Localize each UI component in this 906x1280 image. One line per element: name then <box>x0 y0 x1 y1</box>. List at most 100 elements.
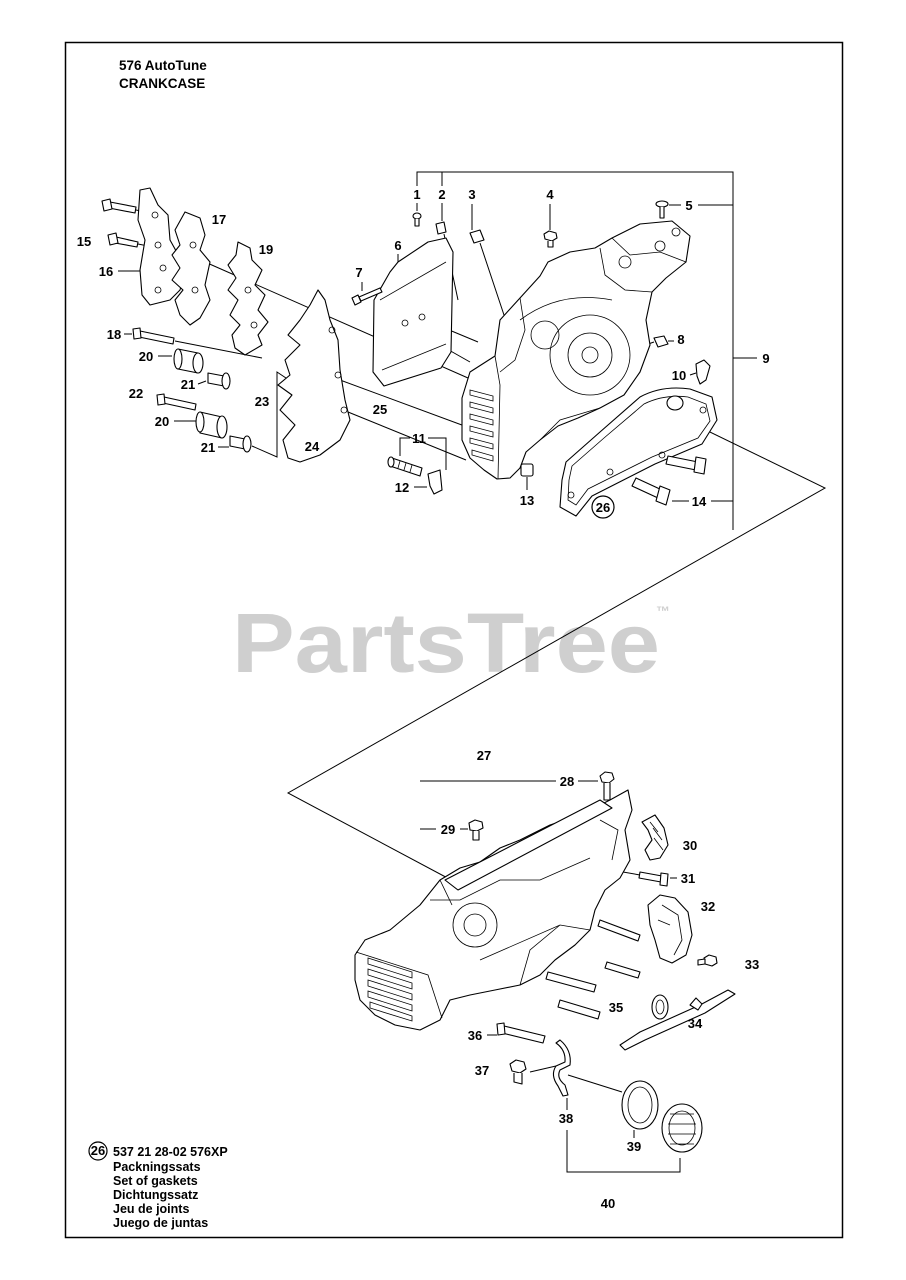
sheet-border <box>64 41 844 1239</box>
crank-bore <box>581 346 599 364</box>
callout-13: 13 <box>520 493 534 508</box>
callout-26: 26 <box>596 500 610 515</box>
part-17-spike-plate <box>171 211 211 326</box>
part-plug <box>666 395 684 411</box>
part-20-rubber-buffer-lower <box>195 411 228 439</box>
mount-hole <box>618 255 632 269</box>
callout-31: 31 <box>681 871 695 886</box>
part-13-bushing <box>520 463 534 477</box>
callout-20-lower: 20 <box>155 414 169 429</box>
kit-description-fr: Jeu de joints <box>113 1202 189 1216</box>
lower-leader-lines <box>420 780 681 1173</box>
mount-hole <box>671 227 681 237</box>
callout-27: 27 <box>477 748 491 763</box>
callout-2: 2 <box>438 187 445 202</box>
flywheel-housing <box>549 314 631 396</box>
callout-16: 16 <box>99 264 113 279</box>
callout-14: 14 <box>692 494 707 509</box>
leader-line <box>487 877 677 1138</box>
part-4-screw <box>543 230 558 248</box>
upper-leader-lines <box>118 171 827 883</box>
part-12-bracket <box>427 469 443 495</box>
part-39-seal <box>621 1080 659 1130</box>
clutch-boss <box>452 902 498 948</box>
part-crankcase-upper <box>461 220 691 480</box>
crankcase-outline <box>461 220 691 480</box>
callout-35: 35 <box>609 1000 623 1015</box>
callout-3: 3 <box>468 187 475 202</box>
watermark-logo: PartsTree <box>232 596 660 690</box>
leader-line <box>399 437 528 490</box>
part-37-screw <box>509 1059 527 1085</box>
flywheel-housing-inner <box>567 332 613 378</box>
callout-11: 11 <box>412 431 426 446</box>
lower-callouts: 27 28 29 30 31 32 33 34 35 36 37 38 39 4… <box>441 748 759 1211</box>
upper-callouts: 1 2 3 4 5 6 7 8 9 10 11 12 13 14 15 16 1… <box>77 187 770 519</box>
callout-5: 5 <box>685 198 692 213</box>
bracket-line-40 <box>566 1130 681 1173</box>
part-2-pin <box>435 221 447 235</box>
callout-30: 30 <box>683 838 697 853</box>
callout-15: 15 <box>77 234 91 249</box>
callout-34: 34 <box>688 1016 703 1031</box>
part-29-screw <box>468 819 484 841</box>
kit-ref-circle <box>88 1141 108 1161</box>
view-link-line <box>286 397 827 883</box>
kit-footnote: 26 537 21 28-02 576XP Packningssats Set … <box>88 1141 228 1230</box>
callout-26-circle <box>591 495 615 519</box>
part-34-rail-bracket <box>619 989 736 1051</box>
crankcase-front-edge <box>494 355 501 480</box>
part-1-screw <box>412 212 422 227</box>
callout-8: 8 <box>677 332 684 347</box>
part-32-cover <box>647 894 693 964</box>
leader-line <box>361 254 697 376</box>
callout-9: 9 <box>762 351 769 366</box>
callout-10: 10 <box>672 368 686 383</box>
part-11-stud-bolt <box>387 456 423 477</box>
bracket-line-23 <box>251 371 293 458</box>
part-24-deflector <box>277 289 351 463</box>
callout-12: 12 <box>395 480 409 495</box>
kit-description-en: Set of gaskets <box>113 1174 198 1188</box>
part-5-screw <box>655 200 669 219</box>
callout-1: 1 <box>413 187 420 202</box>
callout-37: 37 <box>475 1063 489 1078</box>
callout-33: 33 <box>745 957 759 972</box>
part-20-rubber-buffer-upper <box>173 348 204 374</box>
part-14-bolts <box>631 455 707 506</box>
callout-29: 29 <box>441 822 455 837</box>
callout-38: 38 <box>559 1111 573 1126</box>
callout-21-upper: 21 <box>181 377 195 392</box>
part-30-bracket <box>641 814 669 861</box>
part-19-spike-plate <box>227 241 269 356</box>
callout-23: 23 <box>255 394 269 409</box>
leader-line <box>669 204 733 502</box>
part-10-clip <box>695 359 711 385</box>
part-26-gasket <box>559 387 718 517</box>
part-31-bolt <box>638 871 669 887</box>
part-35-bolts <box>545 919 669 1020</box>
callout-28: 28 <box>560 774 574 789</box>
kit-part-number: 537 21 28-02 576XP <box>113 1145 228 1159</box>
kit-ref: 26 <box>91 1143 105 1158</box>
kit-description-de: Dichtungssatz <box>113 1188 198 1202</box>
leader-line <box>420 780 598 830</box>
part-28-screw <box>599 771 615 801</box>
section-title: CRANKCASE <box>119 76 205 91</box>
part-33-screw <box>697 954 718 967</box>
part-21-bushing-lower <box>229 435 252 453</box>
crank-bore <box>463 913 487 937</box>
crankcase-detail <box>499 237 687 441</box>
callout-18: 18 <box>107 327 121 342</box>
bar-mount-rail <box>444 799 613 891</box>
callout-24: 24 <box>305 439 320 454</box>
callout-20-upper: 20 <box>139 349 153 364</box>
crankcase-grille <box>469 389 494 462</box>
callout-22: 22 <box>129 386 143 401</box>
part-6-plate <box>372 237 454 387</box>
callout-40: 40 <box>601 1196 615 1211</box>
part-7-bolt <box>351 287 383 306</box>
callout-32: 32 <box>701 899 715 914</box>
leader-line <box>118 270 319 448</box>
crankcase-front-edge <box>355 951 443 1019</box>
